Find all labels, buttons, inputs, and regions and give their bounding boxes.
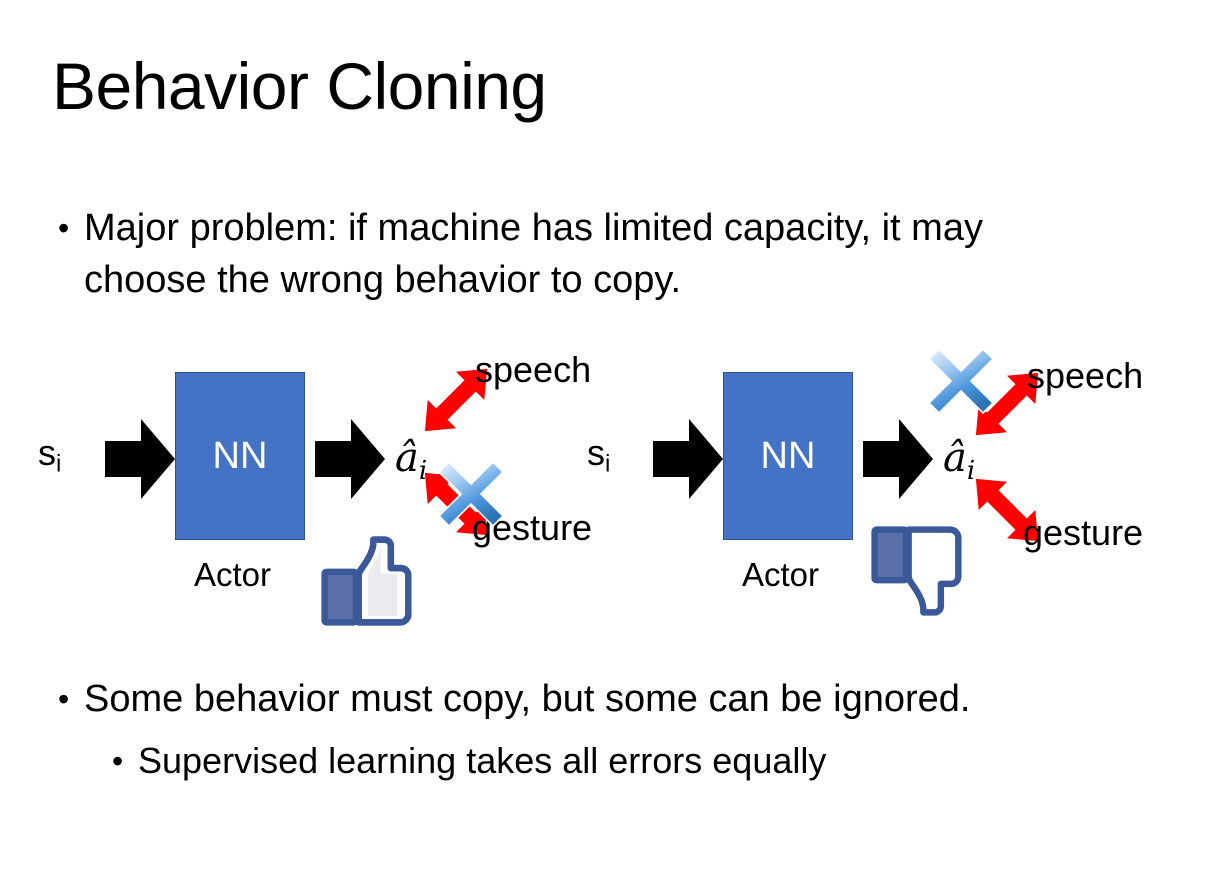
- actor-caption-left: Actor: [194, 556, 272, 593]
- bullet-text: Some behavior must copy, but some can be…: [84, 678, 971, 720]
- branch-label-gesture-right: gesture: [1023, 512, 1144, 553]
- input-state-label-right: si: [587, 432, 611, 478]
- blue-x-icon: [438, 461, 504, 527]
- red-double-headed-arrow-icon: [975, 478, 1039, 542]
- branch-label-speech-right: speech: [1027, 355, 1144, 396]
- page-title: Behavior Cloning: [52, 49, 547, 123]
- nn-label: NN: [760, 435, 816, 477]
- bullet-text: Supervised learning takes all errors equ…: [138, 740, 827, 781]
- diagram-left: si NN Actor âi speech g: [10, 340, 610, 630]
- nn-label: NN: [212, 435, 268, 477]
- red-double-headed-arrow-icon: [975, 372, 1039, 436]
- input-state-label-left: si: [38, 432, 62, 478]
- neural-network-box-left: NN: [175, 372, 305, 540]
- block-arrow-right-icon: [653, 419, 723, 499]
- block-arrow-right-icon: [105, 419, 175, 499]
- branch-label-speech-left: speech: [475, 349, 592, 390]
- bullet-major-problem: • Major problem: if machine has limited …: [58, 202, 1088, 306]
- block-arrow-right-icon: [315, 419, 385, 499]
- block-arrow-right-icon: [863, 419, 933, 499]
- bullet-marker: •: [112, 743, 124, 779]
- thumbs-up-icon: [321, 536, 412, 626]
- output-action-label-right: âi: [943, 435, 976, 486]
- red-double-headed-arrow-icon: [424, 368, 488, 432]
- bullet-some-behavior: • Some behavior must copy, but some can …: [58, 673, 1158, 725]
- bullet-supervised-learning: • Supervised learning takes all errors e…: [112, 735, 1152, 787]
- diagram-right: si NN Actor âi speech: [565, 340, 1165, 630]
- bullet-marker: •: [58, 210, 70, 246]
- neural-network-box-right: NN: [723, 372, 853, 540]
- bullet-marker: •: [58, 681, 70, 717]
- actor-caption-right: Actor: [742, 556, 820, 593]
- thumbs-down-icon: [871, 526, 962, 616]
- output-action-label-left: âi: [395, 435, 428, 486]
- bullet-text: Major problem: if machine has limited ca…: [84, 207, 983, 301]
- blue-x-icon: [928, 348, 994, 414]
